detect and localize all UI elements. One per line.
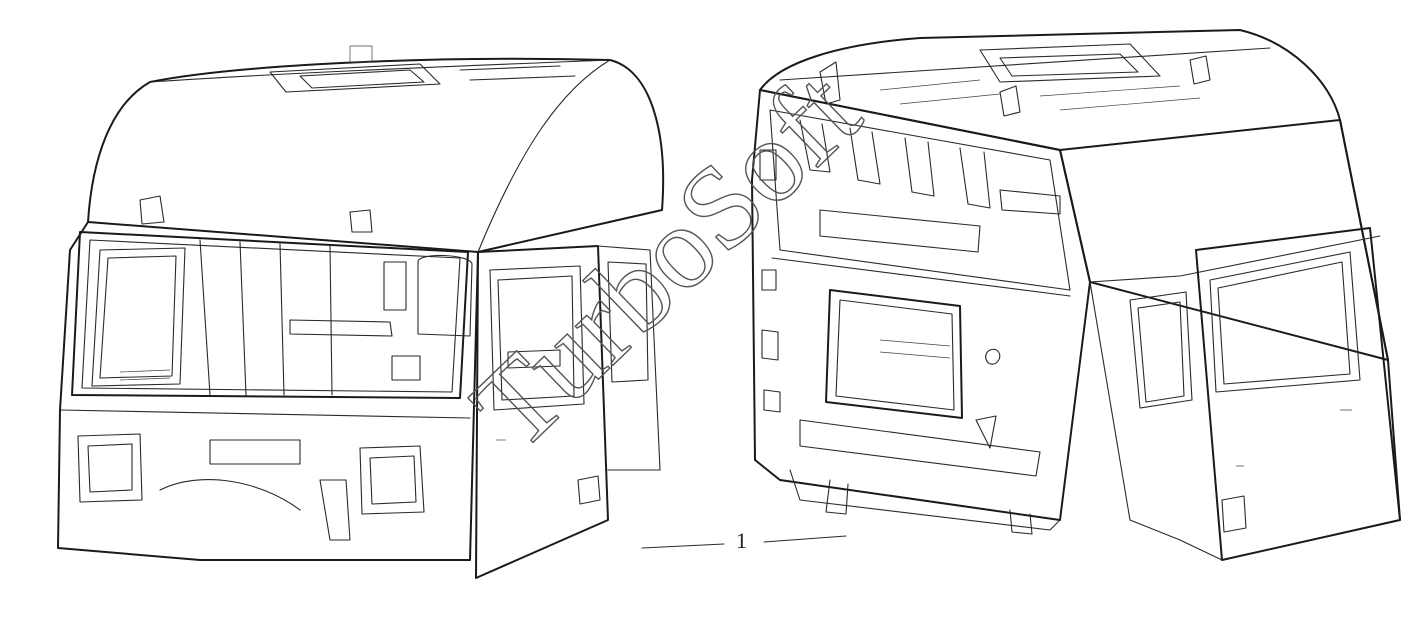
cab-rear-view — [751, 29, 1401, 561]
cab-front-view — [57, 45, 665, 579]
callout-leader-right — [763, 535, 847, 543]
callout-leader-left — [641, 543, 725, 549]
watermark-text: TurboSoft — [447, 45, 884, 473]
callout-label: 1 — [736, 528, 747, 553]
part-callout: 1 — [641, 528, 847, 553]
